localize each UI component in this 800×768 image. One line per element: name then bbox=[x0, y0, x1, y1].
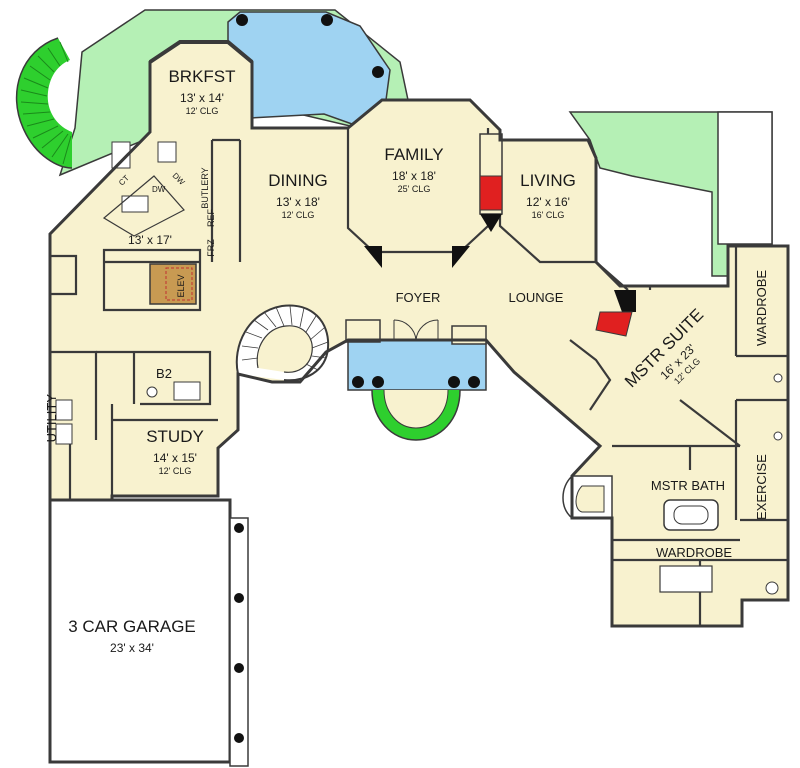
room-dims: 13' x 17' bbox=[128, 233, 172, 247]
house-outline bbox=[48, 40, 790, 628]
colonnade-column bbox=[234, 733, 244, 743]
room-dims: 12' x 16' bbox=[526, 195, 570, 209]
elevator-icon bbox=[149, 263, 197, 305]
room-ceiling: 25' CLG bbox=[398, 184, 431, 194]
porch-column bbox=[448, 376, 460, 388]
room-dims: 14' x 15' bbox=[153, 451, 197, 465]
curved-stair-icon bbox=[15, 37, 73, 169]
label-mstr-bath: MSTR BATH bbox=[651, 478, 725, 493]
fireplace-icon bbox=[595, 290, 636, 337]
room-label-brkfst: BRKFST 13' x 14' 12' CLG bbox=[168, 67, 235, 116]
room-ceiling: 16' CLG bbox=[532, 210, 565, 220]
label-frz: FRZ bbox=[206, 239, 216, 257]
pool-column bbox=[236, 14, 248, 26]
mstr-bath-fixtures bbox=[562, 373, 783, 595]
room-ceiling: 12' CLG bbox=[186, 106, 219, 116]
front-porch bbox=[347, 339, 487, 441]
spiral-stair-icon bbox=[235, 304, 330, 382]
fireplace-icon bbox=[479, 133, 503, 232]
room-dims: 13' x 14' bbox=[180, 91, 224, 105]
room-dims: 13' x 18' bbox=[276, 195, 320, 209]
label-utility: UTILITY bbox=[44, 394, 59, 443]
room-label-family: FAMILY 18' x 18' 25' CLG bbox=[384, 145, 443, 194]
room-label-garage: 3 CAR GARAGE 23' x 34' bbox=[68, 617, 196, 655]
room-label-living: LIVING 12' x 16' 16' CLG bbox=[520, 171, 576, 220]
room-label-kitchen: 13' x 17' bbox=[128, 233, 172, 247]
garage-floor bbox=[48, 498, 232, 764]
pool-column bbox=[372, 66, 384, 78]
room-name: 3 CAR GARAGE bbox=[68, 617, 196, 636]
colonnade-column bbox=[234, 663, 244, 673]
room-name: STUDY bbox=[146, 427, 204, 446]
room-dims: 18' x 18' bbox=[392, 169, 436, 183]
room-ceiling: 12' CLG bbox=[159, 466, 192, 476]
room-label-dining: DINING 13' x 18' 12' CLG bbox=[268, 171, 328, 220]
porch-column bbox=[352, 376, 364, 388]
label-dw: DW bbox=[152, 185, 166, 194]
rear-lawn-box bbox=[717, 111, 773, 245]
family-columns bbox=[364, 246, 470, 268]
utility-fixtures bbox=[55, 399, 73, 445]
colonnade-column bbox=[234, 593, 244, 603]
label-ref: REF bbox=[206, 208, 216, 227]
label-lounge: LOUNGE bbox=[509, 290, 564, 305]
label-wardrobe-bottom: WARDROBE bbox=[656, 545, 732, 560]
porch-column bbox=[468, 376, 480, 388]
b2-fixtures bbox=[146, 381, 201, 401]
room-label-study: STUDY 14' x 15' 12' CLG bbox=[146, 427, 204, 476]
room-name: DINING bbox=[268, 171, 328, 190]
room-name: BRKFST bbox=[168, 67, 235, 86]
colonnade-column bbox=[234, 523, 244, 533]
pool-column bbox=[321, 14, 333, 26]
garage-colonnade bbox=[229, 517, 249, 767]
bathtub-icon bbox=[663, 499, 719, 531]
room-ceiling: 12' CLG bbox=[282, 210, 315, 220]
label-elev: ELEV bbox=[176, 274, 186, 297]
porch-column bbox=[372, 376, 384, 388]
label-foyer: FOYER bbox=[396, 290, 441, 305]
kitchen-fixtures bbox=[102, 141, 185, 237]
room-name: FAMILY bbox=[384, 145, 443, 164]
label-butlery: BUTLERY bbox=[200, 167, 210, 208]
room-name: LIVING bbox=[520, 171, 576, 190]
label-exercise: EXERCISE bbox=[754, 454, 769, 520]
label-b2: B2 bbox=[156, 366, 172, 381]
label-wardrobe-top: WARDROBE bbox=[754, 270, 769, 346]
room-dims: 23' x 34' bbox=[110, 641, 154, 655]
pool-columns bbox=[236, 14, 384, 78]
